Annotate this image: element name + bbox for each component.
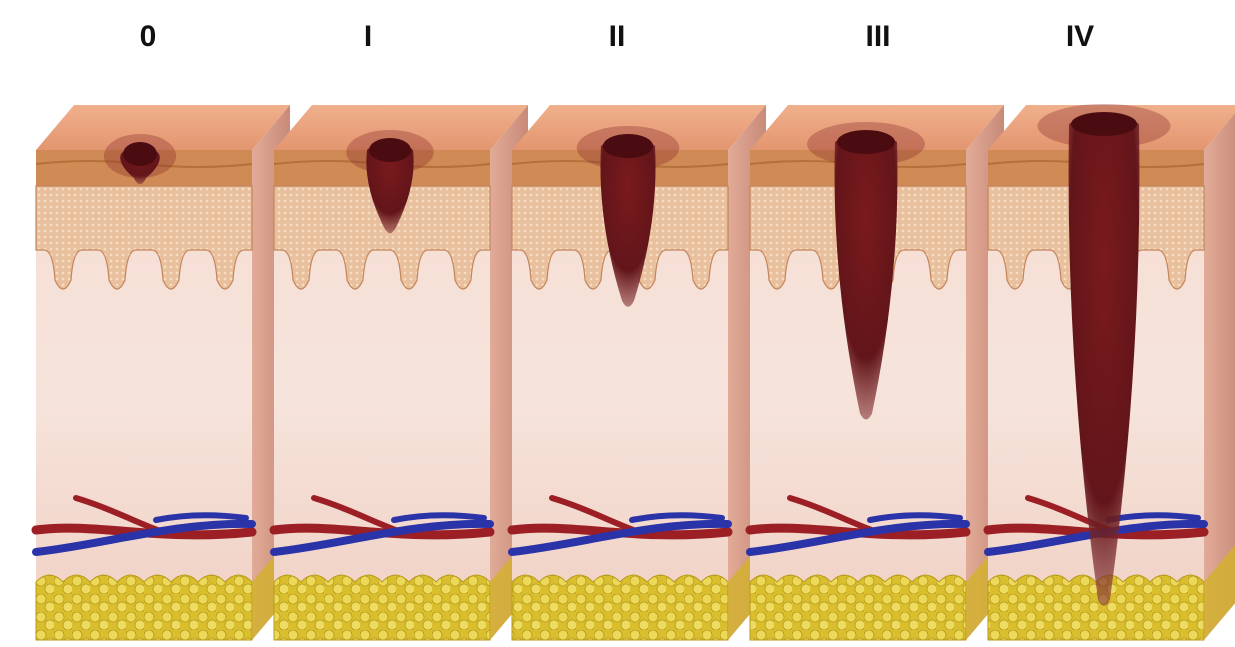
tumor-surface [123, 142, 157, 166]
tumor-surface [369, 138, 411, 162]
subcutaneous-fat [512, 575, 728, 640]
subcutaneous-fat [36, 575, 252, 640]
skin-blocks [36, 104, 1235, 640]
tumor-surface [603, 134, 653, 158]
skin-block-stage-1 [274, 105, 528, 640]
skin-block-stage-3 [750, 105, 1004, 640]
stage-label-4: IV [1066, 20, 1094, 53]
stage-label-0: 0 [140, 20, 157, 53]
skin-block-stage-0 [36, 105, 290, 640]
skin-block-stage-2 [512, 105, 766, 640]
stage-label-3: III [865, 20, 890, 53]
stage-label-2: II [609, 20, 626, 53]
subcutaneous-fat [750, 575, 966, 640]
tumor-surface [837, 130, 895, 154]
tumor-surface [1071, 112, 1137, 136]
skin-block-stage-4 [988, 104, 1235, 640]
stage-label-1: I [364, 20, 372, 53]
subcutaneous-fat [274, 575, 490, 640]
